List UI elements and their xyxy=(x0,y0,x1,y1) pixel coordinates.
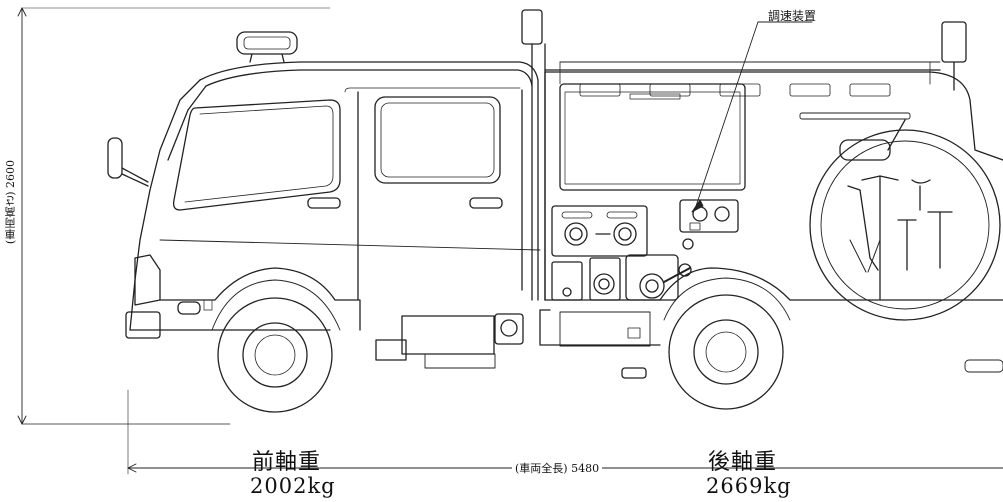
height-dimension-label: (車両高さ) 2600 xyxy=(4,160,17,245)
governor-callout-label: 調速装置 xyxy=(768,9,817,23)
front-axle-title: 前軸重 xyxy=(252,450,322,475)
rear-wheel xyxy=(663,277,791,410)
cab xyxy=(107,31,541,339)
length-dimension-label: (車両全長) 5480 xyxy=(512,460,603,476)
front-wheel xyxy=(211,279,341,413)
rear-axle-title: 後軸重 xyxy=(708,450,778,475)
body xyxy=(375,9,1003,379)
callout-leader xyxy=(691,21,813,213)
front-axle-weight: 2002kg xyxy=(250,474,336,498)
rear-axle-weight: 2669kg xyxy=(706,474,792,498)
